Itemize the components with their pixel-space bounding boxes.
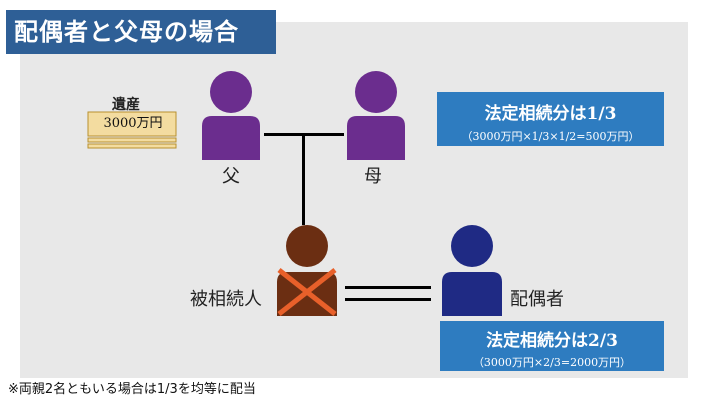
deceased-label: 被相続人 (190, 289, 262, 310)
page-title: 配偶者と父母の場合 (6, 10, 276, 54)
father-icon (202, 71, 260, 160)
marriage-line-top (345, 286, 431, 289)
spouse-icon (442, 225, 502, 316)
inheritance-label: 遺産 (112, 97, 140, 113)
inheritance-amount: 3000万円 (103, 116, 163, 131)
mother-icon (347, 71, 405, 160)
diagram-panel (20, 22, 688, 378)
inheritance-stack-icon (87, 111, 177, 149)
spouse-label: 配偶者 (510, 289, 564, 310)
mother-label: 母 (364, 166, 382, 187)
parents-share-calc: （3000万円×1/3×1/2=500万円） (461, 130, 640, 143)
parent-child-line (302, 133, 305, 225)
footnote: ※両親2名ともいる場合は1/3を均等に配当 (8, 382, 256, 397)
spouse-share-calc: （3000万円×2/3=2000万円） (472, 356, 632, 369)
parents-share-box: 法定相続分は1/3 （3000万円×1/3×1/2=500万円） (437, 92, 664, 146)
parents-share-text: 法定相続分は1/3 (484, 104, 617, 124)
deceased-icon (277, 225, 337, 316)
father-label: 父 (222, 166, 240, 187)
marriage-line-bottom (345, 298, 431, 301)
spouse-share-text: 法定相続分は2/3 (486, 331, 618, 351)
spouse-share-box: 法定相続分は2/3 （3000万円×2/3=2000万円） (440, 321, 664, 371)
